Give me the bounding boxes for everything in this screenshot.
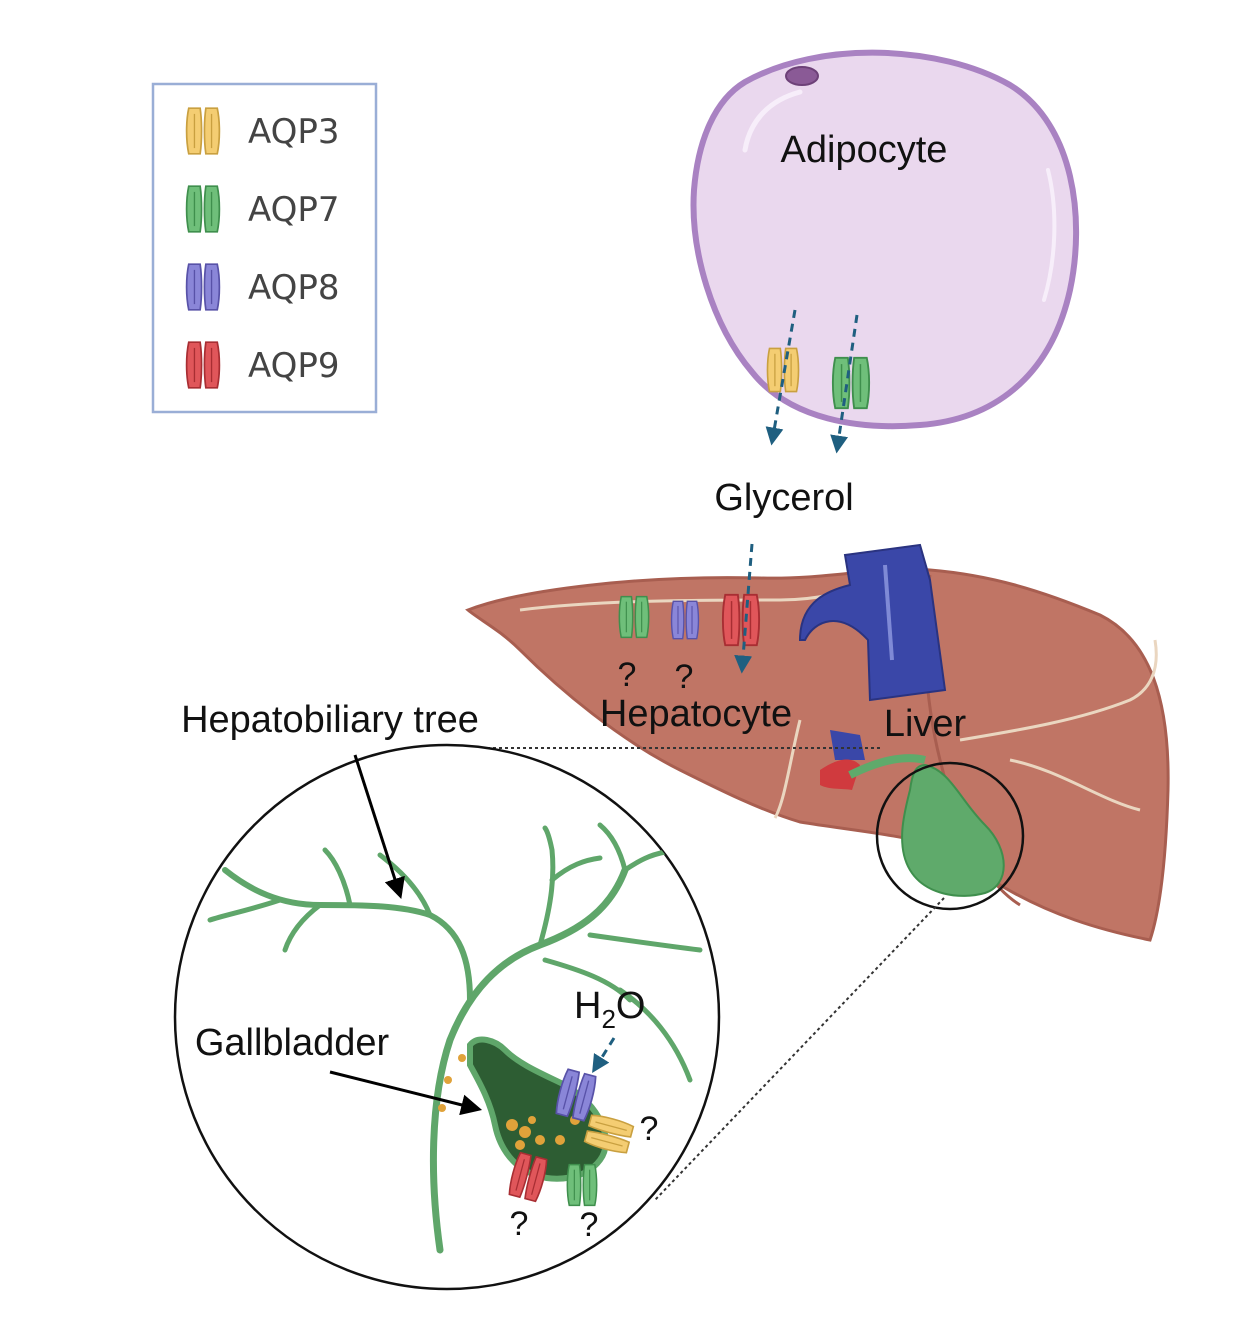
- legend-icon-aqp9: [185, 341, 221, 389]
- legend-label-aqp8: AQP8: [248, 268, 340, 308]
- arrow-glycerol-uptake: [734, 543, 754, 674]
- biliary-tree-branches: [207, 822, 703, 1254]
- aquaporin-channels: [508, 347, 871, 1207]
- adipocyte-cell: [690, 49, 1080, 430]
- aqp3-channel-gallbladder: [583, 1114, 635, 1154]
- ligament-right-lower: [1009, 758, 1141, 812]
- aqp3-channel-gallbladder-helix-1: [591, 1137, 623, 1147]
- question-aqp7-liver: ?: [618, 656, 637, 694]
- aqp8-channel-gallbladder: [555, 1068, 597, 1122]
- aqp7-channel-adipocyte: [831, 356, 871, 410]
- adipocyte-highlight-2: [1042, 168, 1057, 302]
- vena-cava-highlight: [883, 564, 894, 661]
- adipocyte-highlight: [742, 89, 803, 153]
- aqp8-channel-gallbladder-helix-1: [562, 1076, 573, 1110]
- legend-label-aqp3: AQP3: [248, 112, 340, 152]
- aqp7-channel-gallbladder: [566, 1163, 598, 1207]
- legend-label-aqp7: AQP7: [248, 190, 340, 230]
- legend-icon-aqp3: [185, 107, 221, 155]
- aqp7-channel-hepatocyte: [618, 595, 650, 639]
- adipocyte-membrane: [690, 49, 1080, 430]
- vena-cava: [798, 543, 947, 702]
- label-hepatocyte: Hepatocyte: [600, 693, 792, 735]
- water-tail: O: [616, 985, 646, 1027]
- legend-label-aqp9: AQP9: [248, 346, 340, 386]
- legend-icon-aqp8: [185, 263, 221, 311]
- question-aqp3-gallbladder: ?: [640, 1110, 659, 1148]
- arrow-gallbladder: [329, 1070, 483, 1116]
- arrow-aqp7-efflux: [830, 314, 859, 454]
- question-aqp7-gallbladder: ?: [580, 1206, 599, 1244]
- portal-vein: [830, 730, 865, 760]
- water-subscript: 2: [601, 1004, 615, 1034]
- label-gallbladder: Gallbladder: [195, 1022, 390, 1064]
- gallbladder-zoomed: [467, 1036, 609, 1182]
- aqp9-channel-gallbladder: [508, 1151, 548, 1203]
- zoom-connector-bottom: [654, 897, 945, 1201]
- ligament-lower: [773, 719, 802, 819]
- water-main: H: [574, 985, 601, 1027]
- ligament-right: [959, 639, 1158, 742]
- bile-duct: [848, 754, 926, 779]
- label-hepatobiliary-tree: Hepatobiliary tree: [181, 699, 479, 741]
- label-adipocyte: Adipocyte: [781, 129, 948, 171]
- gallbladder-on-liver: [901, 763, 1005, 897]
- question-aqp8-liver: ?: [675, 658, 694, 696]
- aqp8-channel-hepatocyte: [670, 600, 700, 640]
- aqp3-channel-gallbladder-helix-2: [595, 1121, 627, 1131]
- zoom-panel: [173, 743, 721, 1291]
- label-water: H2O: [574, 985, 645, 1034]
- arrow-water-flux: [592, 1037, 616, 1074]
- aqp9-channel-gallbladder-helix-1: [515, 1159, 525, 1191]
- gallbladder-focus-circle: [875, 761, 1025, 911]
- aqp8-channel-gallbladder-helix-2: [579, 1080, 590, 1114]
- liver-organ: [465, 543, 1170, 942]
- legend-icon-aqp7: [185, 185, 221, 233]
- arrow-hepatobiliary: [353, 754, 405, 899]
- label-glycerol: Glycerol: [714, 477, 853, 519]
- aqp9-channel-gallbladder-helix-2: [531, 1163, 541, 1195]
- hepatic-artery: [820, 759, 860, 790]
- label-liver: Liver: [884, 703, 967, 745]
- glycerol-flux-arrows: [592, 309, 859, 1074]
- question-aqp9-gallbladder: ?: [510, 1205, 529, 1243]
- adipocyte-nucleus: [785, 66, 819, 86]
